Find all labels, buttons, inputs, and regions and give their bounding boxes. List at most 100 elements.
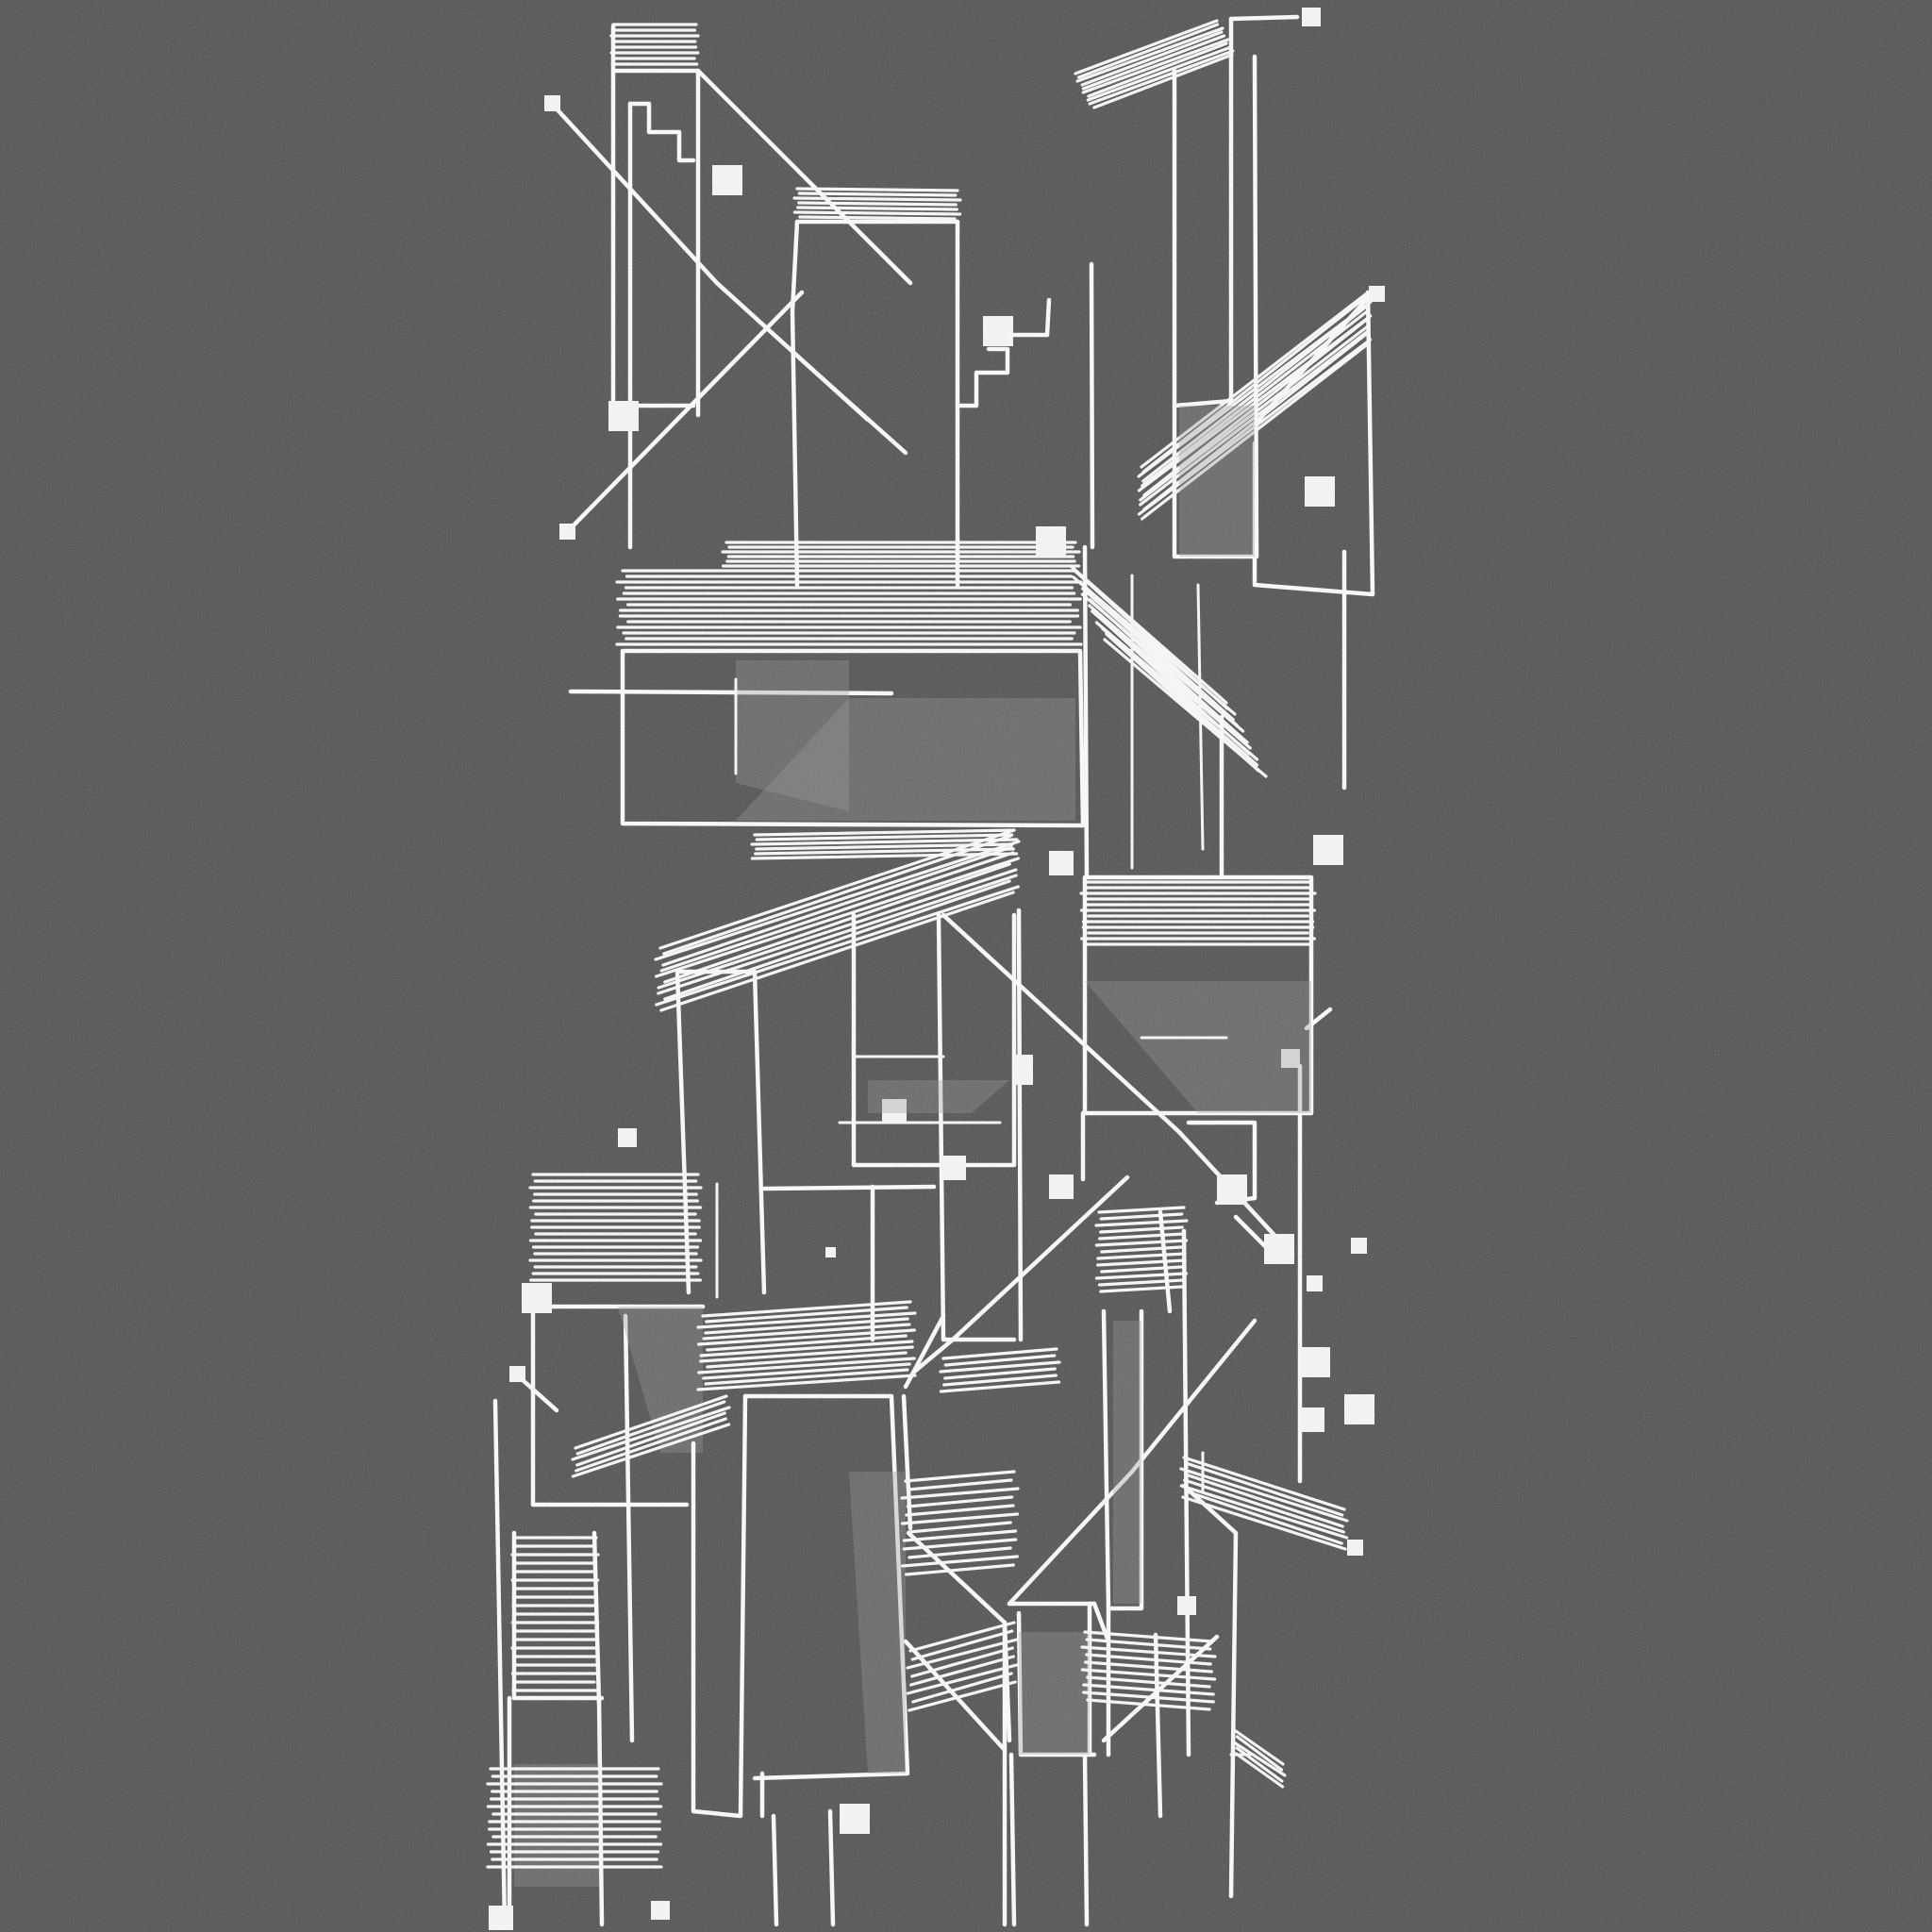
hatch-stroke (754, 847, 1015, 856)
hatch-stroke (1179, 1467, 1349, 1523)
hatch-stroke (753, 828, 1016, 837)
hatch-stroke (910, 1646, 1014, 1678)
right-mid-block (1079, 874, 1374, 1556)
hatch-stroke (1141, 295, 1368, 474)
square-marker (1217, 1174, 1247, 1205)
square-marker (618, 1128, 637, 1147)
hatch-stroke (798, 215, 957, 221)
hatch-stroke (706, 1351, 908, 1369)
hatch-stroke (1086, 1698, 1211, 1711)
hatch-stroke (1082, 1683, 1215, 1696)
square-marker (1302, 8, 1321, 26)
hatch-stroke (1094, 1239, 1189, 1247)
square-marker (1300, 1347, 1330, 1377)
hatch-stroke (657, 868, 1018, 990)
square-marker (1344, 1394, 1374, 1424)
square-marker (712, 165, 742, 195)
hatch-stroke (1083, 1630, 1214, 1643)
hatch-stroke (942, 1374, 1058, 1387)
square-marker (840, 1804, 870, 1834)
hatch-stroke (941, 1347, 1058, 1360)
hatch-stroke (909, 1655, 1015, 1687)
hatch-stroke (1086, 1675, 1211, 1689)
hatch-stroke (1079, 581, 1235, 722)
hatch-stroke (904, 1470, 1016, 1483)
square-marker (1305, 476, 1335, 507)
hatch-stroke (792, 210, 962, 216)
square-marker (1307, 1275, 1323, 1291)
hatch-stroke (663, 862, 1011, 984)
hatch-stroke (1099, 1212, 1184, 1221)
hatch-stroke (907, 1478, 1013, 1491)
hatch-stroke (659, 891, 1015, 1012)
square-marker (608, 401, 639, 431)
hatch-stroke (1139, 324, 1371, 502)
square-marker (941, 1156, 966, 1180)
detail-lines (715, 574, 1252, 1757)
square-marker (1351, 1238, 1367, 1254)
hatch-stroke (699, 1340, 914, 1357)
hatch-stroke (1076, 23, 1220, 79)
hatch-stroke (1183, 1478, 1345, 1534)
hatch-stroke (1142, 319, 1367, 497)
hatch-stroke (1094, 1272, 1189, 1280)
hatch-stroke (906, 1638, 1019, 1670)
hatch-stroke (1080, 1668, 1217, 1681)
hatch-stroke (1100, 1265, 1183, 1274)
hatch-stroke (574, 1394, 728, 1450)
hatch-stroke (750, 852, 1019, 860)
hatch-stroke (699, 1345, 914, 1363)
hatch-stroke (797, 201, 958, 207)
hatch-stroke (906, 1663, 1019, 1695)
hatch-stroke (654, 840, 1021, 961)
hatch-stroke (900, 1487, 1020, 1500)
hatch-stroke (704, 1317, 909, 1335)
hatch-stroke (704, 1368, 909, 1386)
hatch-stroke (1096, 1258, 1187, 1267)
hatch-stroke (1184, 1473, 1344, 1528)
hatch-stroke (702, 1323, 911, 1341)
hatch-stroke (1139, 328, 1371, 507)
hatch-stroke (1098, 1232, 1185, 1241)
square-marker (1281, 1049, 1300, 1068)
hatch-stroke (792, 196, 962, 202)
hatch-stroke (575, 1417, 727, 1473)
hatch-stroke (663, 879, 1011, 1001)
hatch-stroke (1092, 53, 1234, 109)
hatch-stroke (661, 845, 1013, 967)
hatch-stroke (1140, 291, 1370, 469)
hatch-stroke (1086, 45, 1233, 102)
hatch-stroke (706, 1334, 908, 1352)
hatch-stroke (1179, 1484, 1349, 1540)
hatch-stroke (697, 1328, 916, 1346)
hatch-stroke (939, 1360, 1061, 1374)
hatch-stroke (1181, 1495, 1347, 1551)
square-marker (1014, 1055, 1033, 1085)
hatch-stroke (696, 1374, 917, 1391)
hatch-stroke (1080, 1645, 1217, 1658)
hatch-stroke (1100, 626, 1259, 767)
square-marker (825, 1247, 836, 1257)
hatch-stroke (1234, 1752, 1285, 1789)
hatch-stroke (1137, 300, 1373, 478)
hatch-stroke (910, 1629, 1014, 1661)
square-marker (1369, 286, 1385, 302)
hatch-stroke (705, 1306, 908, 1324)
hatch-stroke (911, 1672, 1013, 1704)
hatch-stroke (1142, 333, 1367, 511)
hatch-stroke (796, 206, 958, 211)
hatch-stroke (1137, 338, 1373, 516)
hatch-stroke (697, 1357, 916, 1374)
hatch-stroke (1088, 49, 1235, 106)
hatch-stroke (1074, 19, 1219, 75)
hatch-stroke (1232, 1740, 1287, 1777)
lower-right-section (1002, 1206, 1349, 1927)
square-marker (1347, 1540, 1363, 1556)
hatch-stroke (1094, 1219, 1189, 1227)
hatch-stroke (943, 1354, 1057, 1367)
hatch-stroke (1235, 1735, 1284, 1772)
top-left-tower (544, 23, 913, 550)
hatch-stroke (1097, 1278, 1186, 1287)
